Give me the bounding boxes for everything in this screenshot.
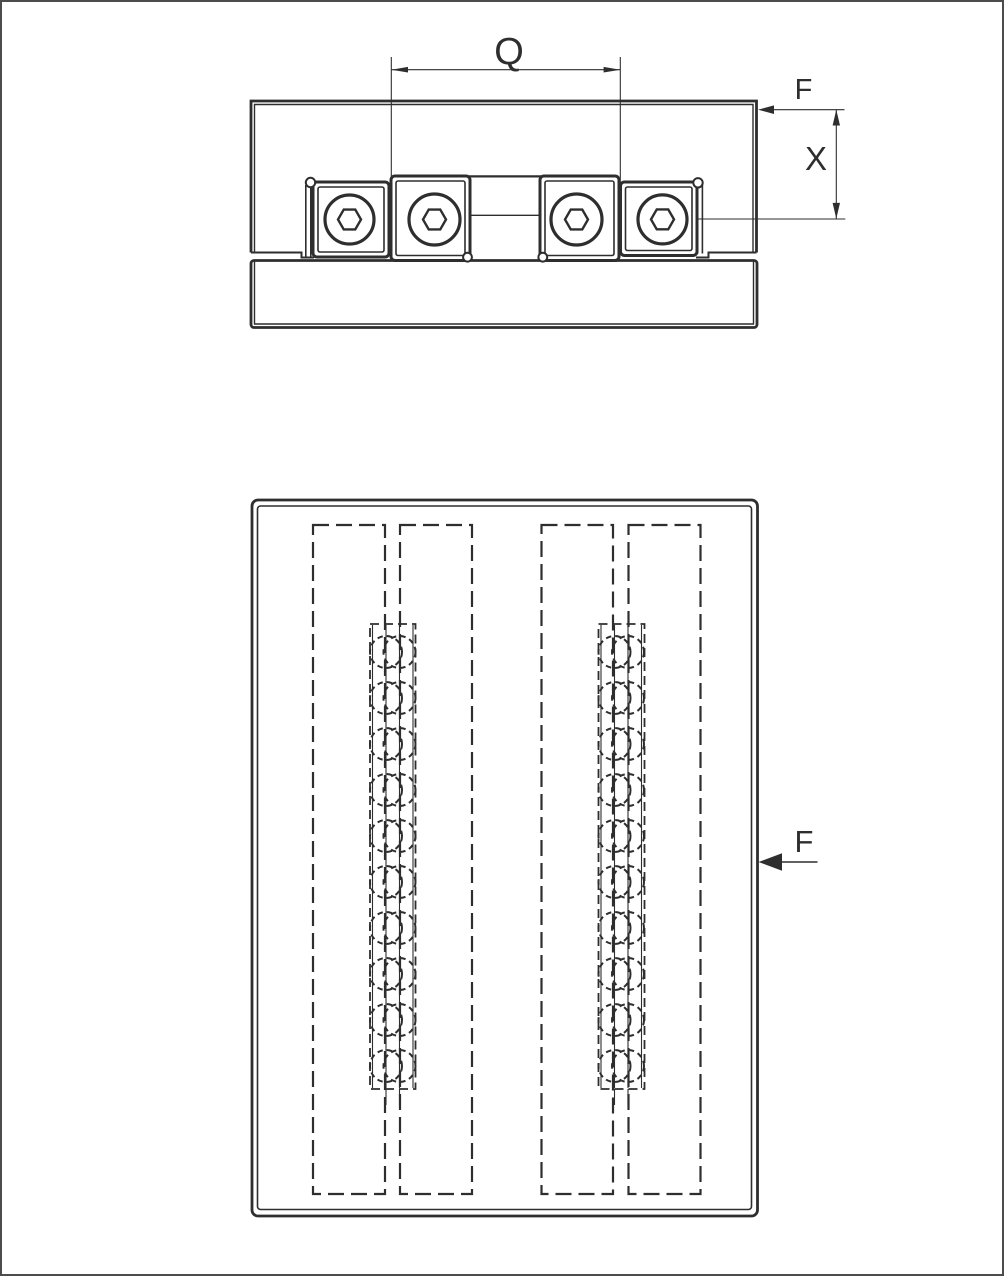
q-arrowhead-right xyxy=(603,66,621,73)
slot-outline xyxy=(398,523,474,1196)
jaw-inner-line xyxy=(624,186,693,252)
plate-inner-line xyxy=(256,505,753,1211)
ball-track-outline xyxy=(369,623,417,1090)
clamp-jaw-3 xyxy=(538,174,621,262)
hex-socket xyxy=(421,208,448,231)
body-block-inner-line xyxy=(253,103,754,253)
slot-outline xyxy=(627,523,702,1196)
f-label-side: F xyxy=(795,824,814,859)
plan-view: F xyxy=(250,498,818,1218)
base-block-inner-line xyxy=(253,260,755,325)
corner-pin-head xyxy=(692,177,704,189)
screw-head xyxy=(636,193,689,246)
f-view-arrowhead-side xyxy=(758,853,782,871)
screw-head xyxy=(549,192,604,247)
body-step-left xyxy=(251,251,314,259)
corner-pin-head xyxy=(537,251,549,263)
slot-outline xyxy=(540,523,615,1196)
corner-pin-head xyxy=(304,176,317,189)
x-arrowhead-top xyxy=(832,109,840,126)
jaw-inner-line xyxy=(395,180,466,257)
x-arrowhead-bottom xyxy=(832,202,840,219)
f-view-arrowhead-top xyxy=(758,105,774,114)
clamp-jaw-2 xyxy=(389,174,472,262)
hex-socket xyxy=(336,208,363,231)
hex-socket xyxy=(563,208,590,231)
slot-outline xyxy=(311,523,387,1196)
hex-socket xyxy=(649,208,676,231)
screw-head xyxy=(323,193,376,246)
jaw-inner-line xyxy=(544,180,615,257)
body-step-right xyxy=(696,251,757,259)
ball-track-outline xyxy=(597,623,646,1090)
screw-head xyxy=(407,192,462,247)
x-label: X xyxy=(805,140,827,177)
q-arrowhead-left xyxy=(391,66,408,73)
front-view: Q F X xyxy=(249,31,846,329)
plate-outline xyxy=(250,498,759,1218)
f-label-top: F xyxy=(795,74,813,106)
clamp-jaw-1 xyxy=(311,180,391,259)
corner-pin-head xyxy=(462,251,473,263)
clamp-jaw-4 xyxy=(619,180,699,257)
jaw-inner-line xyxy=(317,186,385,253)
base-block-outline xyxy=(249,259,759,329)
q-label: Q xyxy=(494,31,524,73)
